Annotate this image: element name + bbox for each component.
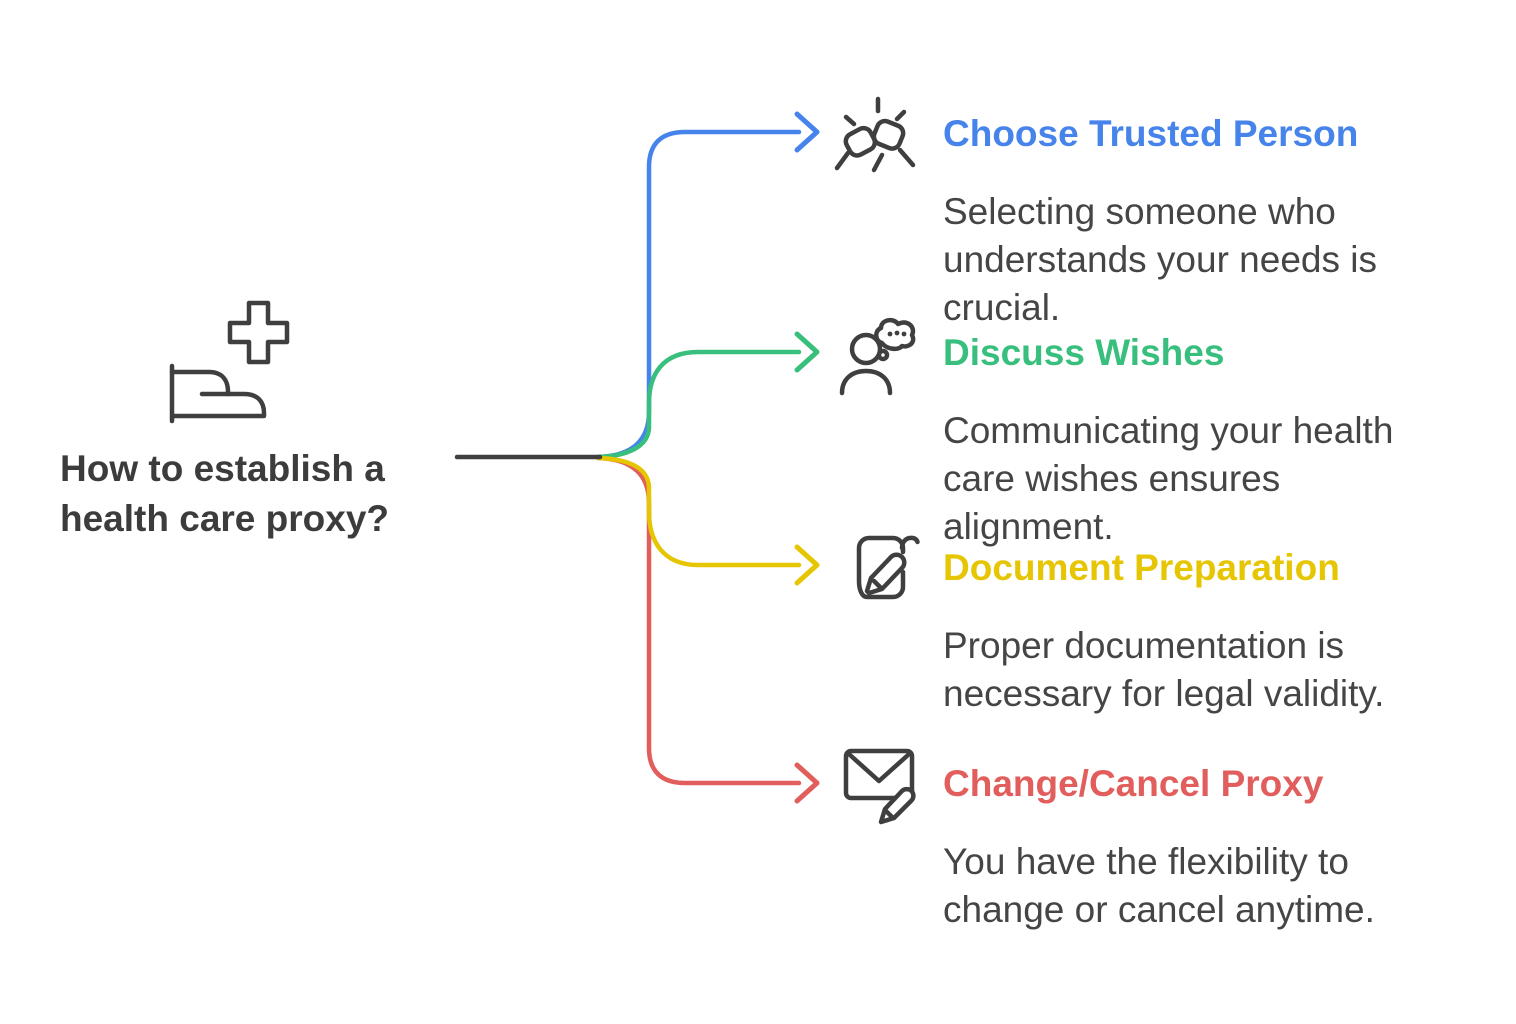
branch-document-preparation: Document Preparation Proper documentatio… — [943, 546, 1463, 718]
arrowhead-branch-4 — [794, 762, 820, 804]
connector-branch-2 — [595, 349, 802, 460]
branch-description: Selecting someone who understands your n… — [943, 191, 1377, 328]
fist-bump-icon — [834, 96, 916, 173]
branch-description: Communicating your health care wishes en… — [943, 410, 1394, 547]
branch-description: You have the flexibility to change or ca… — [943, 841, 1375, 930]
arrowhead-branch-2 — [794, 331, 820, 373]
health-care-bed-cross-icon — [169, 300, 290, 424]
branch-title: Change/Cancel Proxy — [943, 763, 1324, 804]
arrowhead-branch-1 — [794, 111, 820, 153]
branch-change-cancel-proxy: Change/Cancel Proxy You have the flexibi… — [943, 762, 1463, 934]
connector-branch-3 — [595, 455, 802, 568]
branch-discuss-wishes: Discuss Wishes Communicating your health… — [943, 331, 1463, 551]
connector-branch-1 — [595, 129, 802, 460]
arrowhead-branch-3 — [794, 544, 820, 586]
envelope-pencil-icon — [843, 748, 916, 825]
document-pen-icon — [856, 535, 920, 600]
central-question: How to establish a health care proxy? — [60, 448, 390, 539]
connector-branch-4 — [595, 455, 802, 786]
person-thought-bubble-icon — [839, 317, 916, 396]
branch-description: Proper documentation is necessary for le… — [943, 625, 1385, 714]
branch-title: Document Preparation — [943, 547, 1340, 588]
branch-choose-trusted-person: Choose Trusted Person Selecting someone … — [943, 112, 1463, 332]
branch-title: Choose Trusted Person — [943, 113, 1359, 154]
branch-title: Discuss Wishes — [943, 332, 1225, 373]
